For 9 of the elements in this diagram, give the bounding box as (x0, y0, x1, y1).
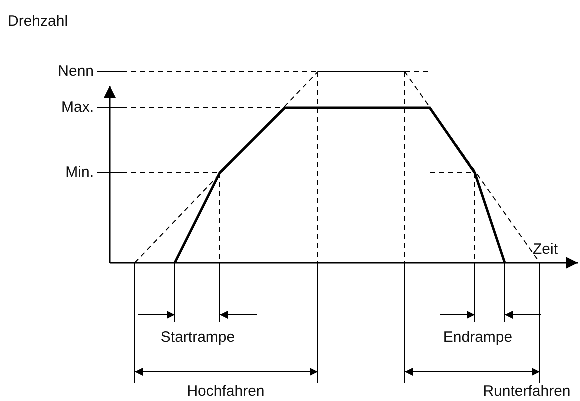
axis-label: Zeit (533, 241, 558, 259)
tick-label: Nenn (58, 63, 94, 81)
axis-label: Drehzahl (8, 13, 68, 31)
tick-label: Max. (61, 99, 94, 117)
dimension-label: Endrampe (443, 329, 513, 347)
dimension-label: Hochfahren (187, 383, 265, 401)
dimension-label: Startrampe (160, 329, 236, 347)
tick-label: Min. (66, 164, 94, 182)
dimension-label: Runterfahren (483, 383, 571, 401)
